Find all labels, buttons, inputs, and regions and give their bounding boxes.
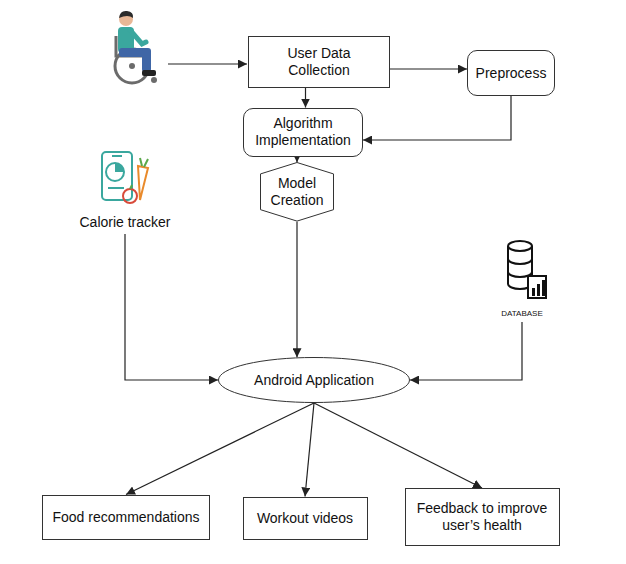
user-icon <box>115 11 157 83</box>
model-hexagon: Model Creation <box>260 162 334 222</box>
node-text: Android Application <box>254 372 374 389</box>
flow-arrow <box>363 96 511 140</box>
node-text: Algorithm Implementation <box>252 115 354 149</box>
icon-label: DATABASE <box>492 309 552 319</box>
node-text: Calorie tracker <box>79 214 170 231</box>
node-text: Model Creation <box>264 175 330 209</box>
flow-arrow <box>314 403 482 488</box>
flow-arrow <box>296 157 297 163</box>
node-text: Feedback to improve user’s health <box>414 500 551 534</box>
output-box: Food recommendations <box>42 495 210 540</box>
node-text: Preprocess <box>476 65 547 82</box>
database-icon <box>508 241 546 298</box>
node-text: Workout videos <box>257 510 353 527</box>
node-text: Food recommendations <box>52 509 199 526</box>
flow-arrow <box>126 403 314 495</box>
calorie-tracker-icon <box>102 152 148 203</box>
output-box: Feedback to improve user’s health <box>405 488 560 546</box>
flow-arrow <box>296 222 297 358</box>
input-arrow <box>168 63 247 64</box>
output-box: Workout videos <box>243 497 368 540</box>
process-box: User Data Collection <box>248 36 390 88</box>
node-text: DATABASE <box>501 309 543 319</box>
process-box: Preprocess <box>467 50 555 96</box>
flow-arrow <box>410 322 522 380</box>
flow-arrow <box>125 234 218 380</box>
flow-arrow <box>305 88 306 108</box>
flow-arrow <box>390 68 467 69</box>
flow-arrow <box>305 403 314 497</box>
app-ellipse: Android Application <box>218 357 410 403</box>
node-text: User Data Collection <box>257 45 381 79</box>
icon-label: Calorie tracker <box>70 213 180 231</box>
process-box: Algorithm Implementation <box>243 108 363 157</box>
